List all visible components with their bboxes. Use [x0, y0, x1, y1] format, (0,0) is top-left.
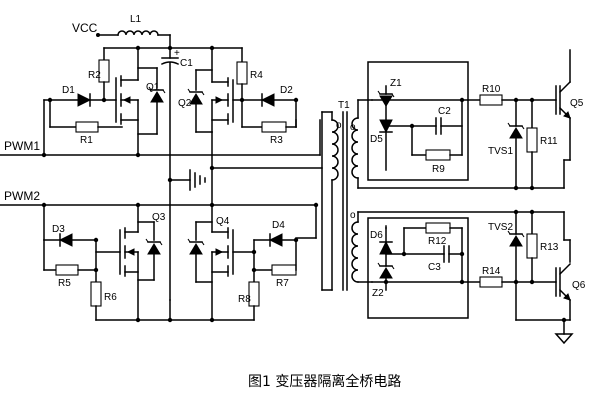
q5-igbt — [555, 49, 572, 189]
lower-driver-box — [367, 217, 469, 319]
t1-dot-sec2: o — [350, 210, 356, 221]
tvs2-label: TVS2 — [488, 222, 513, 233]
q4-label: Q4 — [216, 216, 230, 227]
r13-resistor — [526, 233, 538, 259]
t1-dot-primary: o — [336, 120, 342, 131]
d2-diode — [260, 93, 275, 107]
tvs2-diode — [507, 209, 525, 283]
r1-resistor — [75, 121, 99, 133]
r4-resistor — [236, 61, 248, 85]
r11-resistor — [526, 127, 538, 153]
pwm1-label: PWM1 — [4, 139, 40, 153]
r6-resistor — [90, 281, 102, 307]
r3-resistor — [261, 121, 287, 133]
c2-label: C2 — [438, 106, 451, 117]
r6-label: R6 — [104, 292, 117, 303]
d4-label: D4 — [272, 220, 285, 231]
r8-label: R8 — [238, 294, 251, 305]
c1-label: C1 — [180, 58, 193, 69]
l1-label: L1 — [130, 14, 142, 25]
r7-label: R7 — [276, 278, 289, 289]
t1-label: T1 — [338, 100, 350, 111]
c1-capacitor — [160, 47, 180, 301]
d6-diode — [379, 227, 393, 267]
c1-plus: + — [174, 48, 180, 59]
z1-zener — [371, 85, 395, 107]
upper-driver-box — [367, 61, 469, 181]
r5-label: R5 — [58, 278, 71, 289]
r13-label: R13 — [540, 242, 559, 253]
ground-symbol — [169, 169, 206, 191]
tvs1-diode — [507, 99, 525, 191]
t1-transformer — [321, 111, 359, 291]
q1-mosfet — [103, 47, 166, 156]
d1-diode — [77, 93, 92, 107]
r4-label: R4 — [250, 70, 263, 81]
d1-label: D1 — [62, 85, 75, 96]
d2-label: D2 — [280, 85, 293, 96]
c3-label: C3 — [428, 262, 441, 273]
q1-label: Q1 — [146, 82, 160, 93]
q6-label: Q6 — [572, 280, 586, 291]
r5-resistor — [55, 264, 79, 276]
r3-label: R3 — [270, 135, 283, 146]
r2-label: R2 — [88, 70, 101, 81]
l1-inductor — [117, 30, 159, 36]
d6-label: D6 — [370, 230, 383, 241]
q2-mosfet — [187, 47, 243, 169]
q3-mosfet — [95, 202, 163, 321]
q2-label: Q2 — [178, 98, 192, 109]
t1-dot-sec1: o — [350, 122, 356, 133]
pwm2-label: PWM2 — [4, 189, 40, 203]
z2-label: Z2 — [372, 288, 384, 299]
r12-label: R12 — [428, 236, 447, 247]
r7-resistor — [271, 264, 297, 276]
r9-resistor — [425, 149, 451, 161]
z1-label: Z1 — [390, 78, 402, 89]
q5-label: Q5 — [570, 98, 584, 109]
r10-resistor — [479, 94, 503, 106]
d4-diode — [268, 233, 283, 247]
vcc-label: VCC — [72, 21, 98, 35]
r10-label: R10 — [482, 84, 501, 95]
z2-zener — [377, 262, 395, 291]
tvs1-label: TVS1 — [488, 146, 513, 157]
r14-resistor — [479, 276, 503, 288]
d3-label: D3 — [52, 224, 65, 235]
q6-igbt — [555, 211, 572, 321]
r9-label: R9 — [432, 164, 445, 175]
d3-diode — [58, 233, 73, 247]
figure-caption: 图1 变压器隔离全桥电路 — [248, 373, 401, 390]
output-ground-symbol — [554, 333, 574, 345]
r11-label: R11 — [540, 136, 558, 147]
d5-label: D5 — [370, 134, 383, 145]
pwm1-net — [41, 99, 321, 158]
q3-label: Q3 — [152, 212, 166, 223]
r12-resistor — [425, 222, 451, 234]
vcc-input — [96, 30, 173, 51]
q4-mosfet — [187, 221, 255, 321]
r14-label: R14 — [482, 266, 501, 277]
r1-label: R1 — [80, 135, 93, 146]
